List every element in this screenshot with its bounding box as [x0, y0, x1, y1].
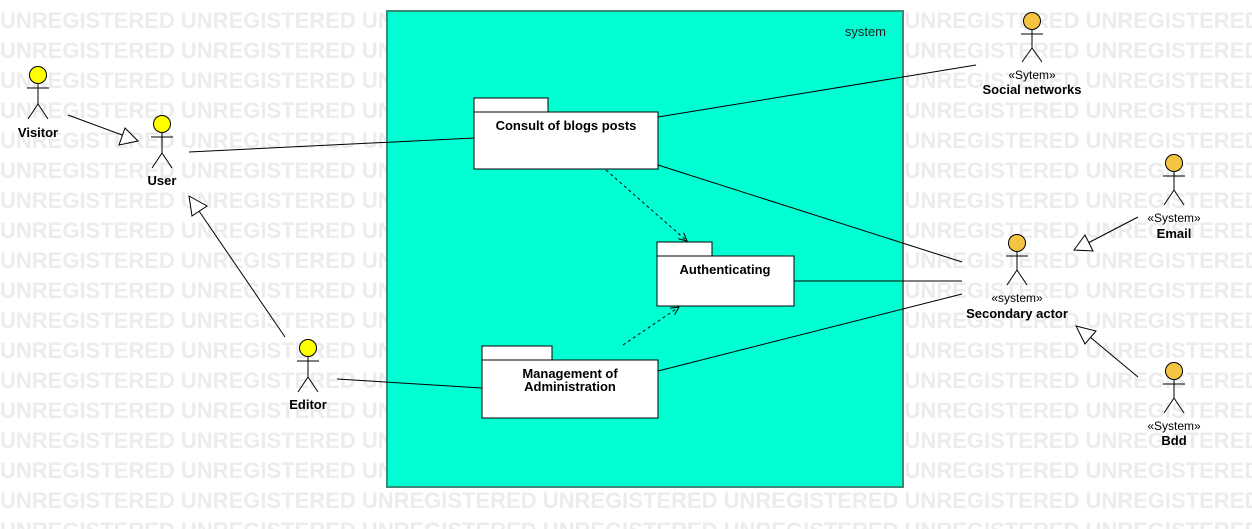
- actor-email[interactable]: «System» Email: [1147, 154, 1201, 242]
- assoc-user-consult: [188, 137, 475, 153]
- actor-bdd-name: Bdd: [1161, 433, 1186, 448]
- actor-social-networks-icon: [1021, 12, 1043, 63]
- generalizations: [67, 114, 1139, 378]
- assoc-editor-management: [336, 378, 483, 389]
- actor-social-networks-stereotype: «Sytem»: [1008, 68, 1056, 82]
- actor-user-name: User: [148, 173, 177, 188]
- actor-user[interactable]: User: [148, 115, 177, 189]
- generalization-visitor-user: [67, 114, 140, 146]
- actor-email-stereotype: «System»: [1147, 211, 1201, 225]
- use-case-authenticating-label: Authenticating: [680, 262, 771, 277]
- actor-bdd[interactable]: «System» Bdd: [1147, 362, 1201, 449]
- actor-secondary-name: Secondary actor: [966, 306, 1068, 321]
- generalization-bdd-secondary: [1075, 325, 1139, 378]
- actor-visitor[interactable]: Visitor: [18, 66, 58, 141]
- use-case-management-label-2: Administration: [524, 379, 616, 394]
- actor-secondary[interactable]: «system» Secondary actor: [966, 234, 1068, 322]
- actor-bdd-stereotype: «System»: [1147, 419, 1201, 433]
- use-case-management-label-1: Management of: [522, 366, 618, 381]
- actor-social-networks[interactable]: «Sytem» Social networks: [983, 12, 1082, 98]
- actor-secondary-icon: [1006, 234, 1028, 286]
- assoc-management-secondary: [657, 293, 963, 372]
- dependencies: [605, 169, 687, 346]
- actor-editor[interactable]: Editor: [289, 339, 327, 413]
- actor-editor-icon: [297, 339, 319, 393]
- associations: [188, 64, 977, 389]
- assoc-consult-social: [657, 64, 977, 118]
- system-label: system: [844, 24, 886, 39]
- actor-email-name: Email: [1157, 226, 1192, 241]
- actor-user-icon: [151, 115, 173, 169]
- generalization-editor-user: [188, 195, 286, 338]
- assoc-consult-secondary: [657, 164, 963, 263]
- actor-visitor-icon: [27, 66, 49, 120]
- actor-visitor-name: Visitor: [18, 125, 58, 140]
- actor-secondary-stereotype: «system»: [991, 291, 1043, 305]
- actor-editor-name: Editor: [289, 397, 327, 412]
- use-case-authenticating[interactable]: Authenticating: [656, 241, 795, 307]
- use-case-consult-label: Consult of blogs posts: [496, 118, 637, 133]
- actor-email-icon: [1163, 154, 1185, 206]
- actor-bdd-icon: [1163, 362, 1185, 414]
- dependency-management-auth: [622, 307, 679, 346]
- generalization-email-secondary: [1073, 216, 1139, 252]
- actor-social-networks-name: Social networks: [983, 82, 1082, 97]
- dependency-consult-auth: [605, 169, 687, 241]
- use-case-consult[interactable]: Consult of blogs posts: [473, 97, 659, 170]
- use-case-management[interactable]: Management of Administration: [481, 345, 659, 419]
